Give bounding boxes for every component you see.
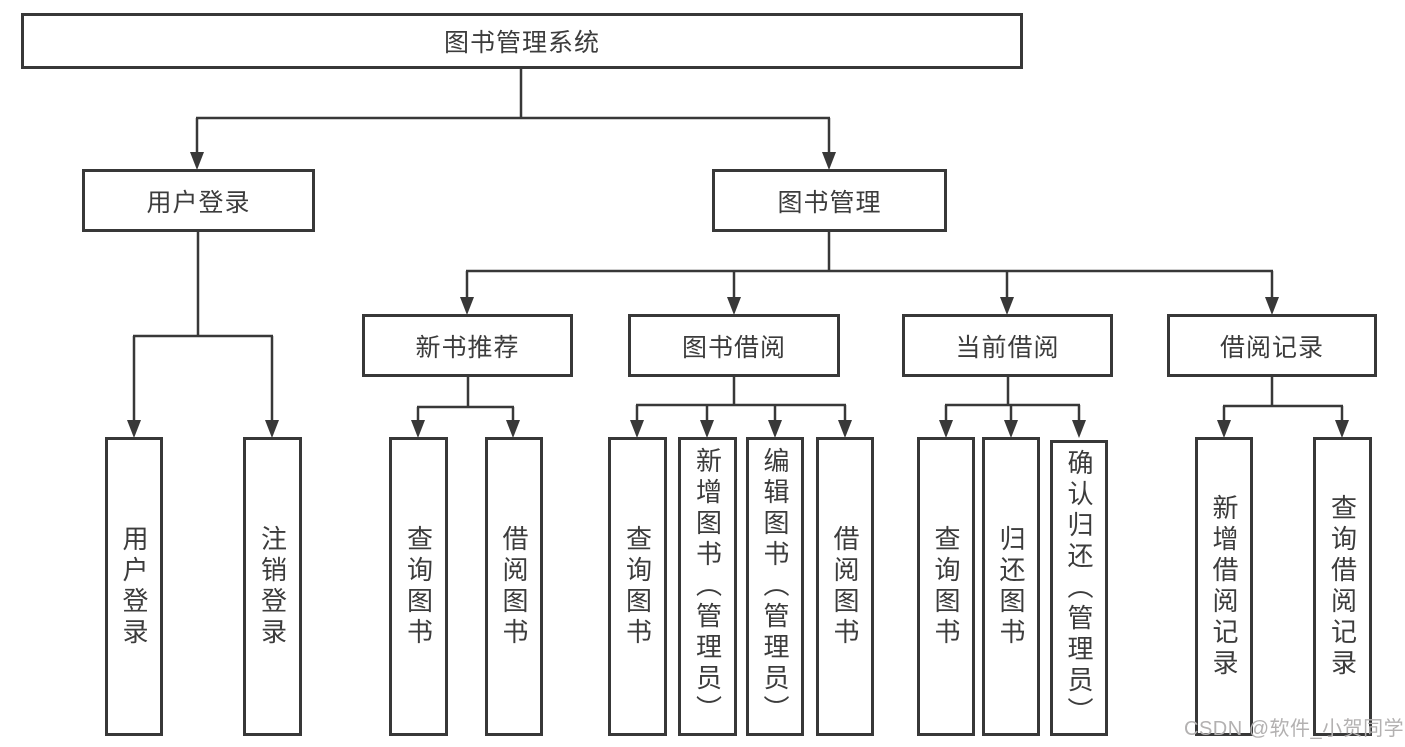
node-leaf-add-borrow-record: 新增借阅记录 xyxy=(1195,437,1253,736)
node-label: 图书借阅 xyxy=(681,333,786,362)
node-leaf-borrow-query-books: 查询图书 xyxy=(608,437,667,736)
node-leaf-edit-books-admin: 编辑图书（管理员） xyxy=(746,437,804,736)
node-leaf-recommend-borrow-books: 借阅图书 xyxy=(485,437,543,736)
node-user-login: 用户登录 xyxy=(82,169,315,232)
node-label: 查询图书 xyxy=(931,524,961,649)
node-label: 借阅图书 xyxy=(830,524,860,649)
node-label: 用户登录 xyxy=(119,524,149,649)
node-leaf-borrow-books: 借阅图书 xyxy=(816,437,874,736)
node-label: 查询图书 xyxy=(403,524,434,649)
node-label: 图书管理 xyxy=(777,188,882,217)
node-leaf-query-borrow-record: 查询借阅记录 xyxy=(1313,437,1372,736)
node-label: 新增图书（管理员） xyxy=(692,447,723,726)
node-leaf-logout: 注销登录 xyxy=(243,437,302,736)
node-label: 新书推荐 xyxy=(415,333,520,362)
node-book-management: 图书管理 xyxy=(712,169,947,232)
node-label: 当前借阅 xyxy=(955,333,1060,362)
node-borrow-records: 借阅记录 xyxy=(1167,314,1377,377)
node-leaf-current-query-books: 查询图书 xyxy=(917,437,975,736)
node-new-book-recommend: 新书推荐 xyxy=(362,314,573,377)
node-book-borrow: 图书借阅 xyxy=(628,314,840,377)
node-leaf-add-books-admin: 新增图书（管理员） xyxy=(678,437,737,736)
arrowheads xyxy=(127,152,1349,438)
node-leaf-user-login: 用户登录 xyxy=(105,437,163,736)
node-label: 注销登录 xyxy=(257,524,288,649)
node-label: 查询图书 xyxy=(622,524,653,649)
node-label: 确认归还（管理员） xyxy=(1064,448,1094,728)
node-leaf-recommend-query-books: 查询图书 xyxy=(389,437,448,736)
node-leaf-confirm-return-admin: 确认归还（管理员） xyxy=(1050,440,1108,736)
node-label: 借阅记录 xyxy=(1219,333,1324,362)
node-root-system: 图书管理系统 xyxy=(21,13,1023,69)
node-leaf-return-books: 归还图书 xyxy=(982,437,1040,736)
node-label: 用户登录 xyxy=(146,188,251,217)
node-label: 编辑图书（管理员） xyxy=(760,447,790,726)
node-label: 借阅图书 xyxy=(499,524,529,649)
node-current-borrow: 当前借阅 xyxy=(902,314,1113,377)
watermark: CSDN @软件_小贺同学 xyxy=(1184,718,1405,740)
node-label: 查询借阅记录 xyxy=(1327,493,1358,680)
node-label: 归还图书 xyxy=(996,524,1026,649)
node-label: 新增借阅记录 xyxy=(1209,493,1239,680)
node-root-label: 图书管理系统 xyxy=(443,29,600,57)
